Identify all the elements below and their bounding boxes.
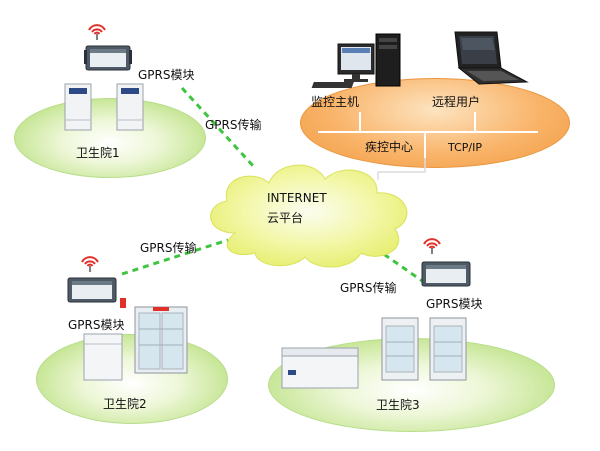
site1-module-label: GPRS模块 [138, 68, 195, 82]
link-site1-cloud [180, 86, 257, 170]
site3-module-label: GPRS模块 [426, 297, 483, 311]
cloud-internet-label: INTERNET [267, 191, 327, 205]
site3-gprs-module-icon [421, 261, 471, 287]
site1-gprs-module-icon [84, 45, 132, 71]
remote-user-label: 远程用户 [432, 95, 481, 109]
site1-freezer-2-icon [116, 83, 144, 131]
remote-user-laptop-icon [454, 31, 529, 85]
site1-link-label: GPRS传输 [205, 118, 262, 132]
cdc-label: 疾控中心 [365, 140, 414, 154]
site2-fridge-small-icon [83, 333, 123, 381]
site3-fridge-2-icon [429, 317, 467, 381]
cdc-platform [300, 78, 570, 168]
site2-status-light-icon [120, 298, 126, 308]
site1-freezer-1-icon [64, 83, 92, 131]
site1-signal-icon [88, 24, 106, 40]
site2-name-label: 卫生院2 [103, 397, 147, 411]
protocol-label: TCP/IP [448, 141, 482, 154]
internet-cloud [210, 164, 408, 268]
site1-name-label: 卫生院1 [76, 146, 120, 160]
site2-module-label: GPRS模块 [68, 318, 125, 332]
site2-platform [36, 334, 228, 424]
site2-gprs-module-icon [67, 277, 117, 303]
site1-platform [14, 98, 206, 178]
site3-fridge-1-icon [381, 317, 419, 381]
site3-chest-freezer-icon [281, 347, 359, 389]
site3-signal-icon [423, 238, 441, 254]
cloud-platform-label: 云平台 [267, 211, 304, 225]
monitor-host-computer-icon [311, 33, 401, 88]
site3-link-label: GPRS传输 [340, 281, 397, 295]
link-site2-cloud [121, 238, 229, 276]
site3-name-label: 卫生院3 [376, 398, 420, 412]
site2-link-label: GPRS传输 [140, 241, 197, 255]
monitor-host-label: 监控主机 [311, 95, 360, 109]
site2-fridge-glass-icon [134, 306, 188, 374]
site2-signal-icon [81, 256, 99, 272]
